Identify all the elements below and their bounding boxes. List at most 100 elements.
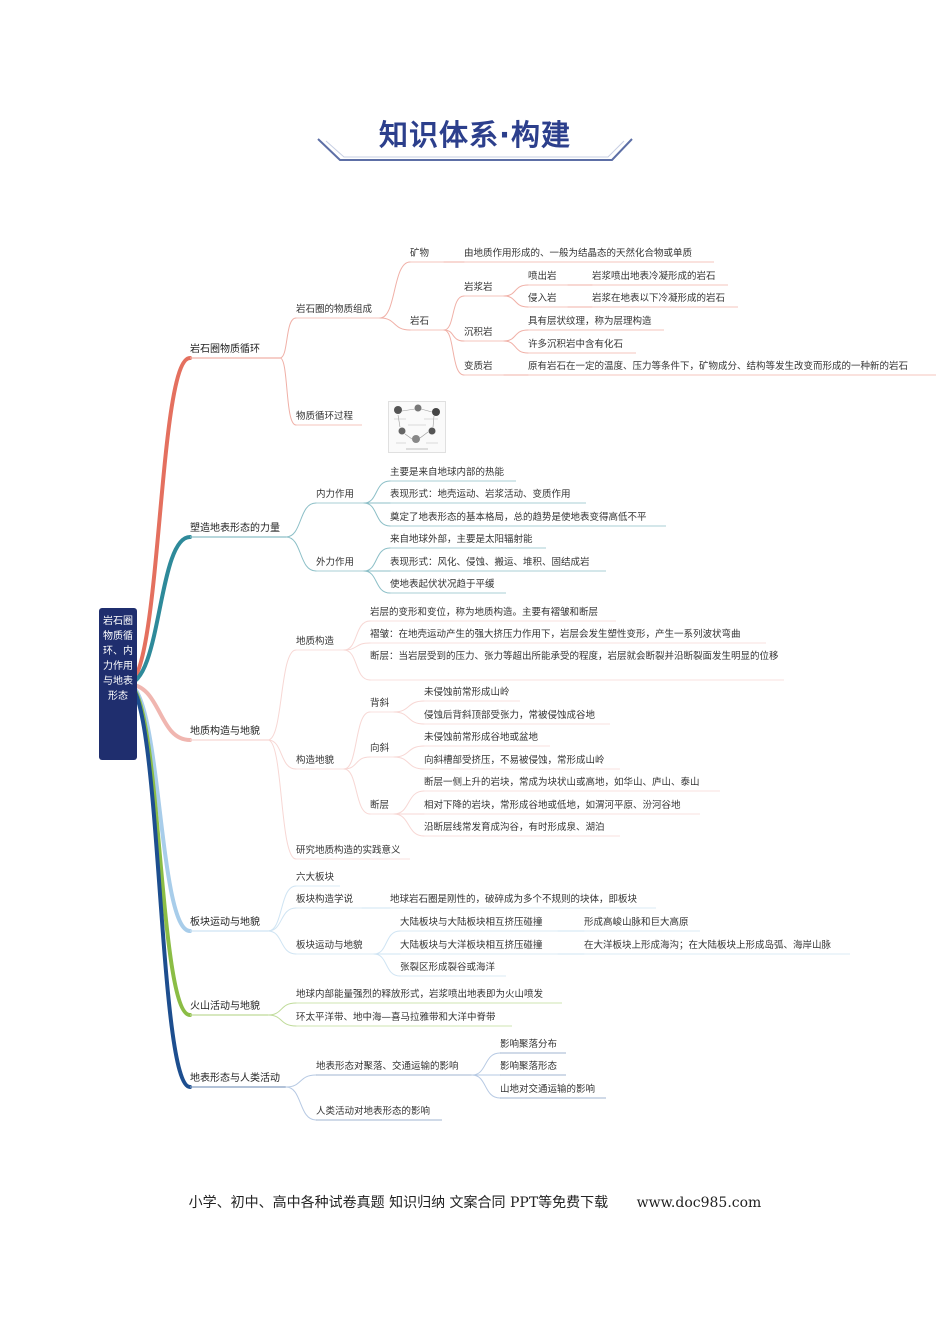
connector-5-0 [285,1074,317,1088]
connector-3-0 [267,885,297,932]
connector-3-2-0 [373,930,401,955]
mind-node-4-0: 地球内部能量强烈的释放形式，岩浆喷出地表即为火山喷发 [296,989,544,1000]
connector-0-0-1-1-1 [503,340,529,354]
mind-node-2-1-1-0: 未侵蚀前常形成谷地或盆地 [424,732,539,743]
banner-notch [317,138,633,161]
connector-2-1-2 [343,768,371,815]
connector-5-0-0 [471,1052,501,1076]
mind-node-1-0-0: 主要是来自地球内部的热能 [390,467,505,478]
mind-node-1-1-0: 来自地球外部，主要是太阳辐射能 [390,534,533,545]
connector-3-2 [267,930,297,955]
mind-node-3-2-2: 张裂区形成裂谷或海洋 [400,962,496,973]
connector-2-0-0 [343,620,371,651]
connector-2-1-1-0 [393,745,425,758]
connector-0-0-1-0-0 [503,284,529,297]
branch-node-4: 火山活动与地貌 [190,1001,260,1012]
mind-node-3-2: 板块运动与地貌 [296,940,363,951]
mind-node-4-1: 环太平洋带、地中海—喜马拉雅带和大洋中脊带 [296,1012,496,1023]
mind-node-2-1-2-0: 断层一侧上升的岩块，常成为块状山或高地，如华山、庐山、泰山 [424,777,700,788]
footer: 小学、初中、高中各种试卷真题 知识归纳 文案合同 PPT等免费下载 www.do… [0,1192,950,1212]
mind-node-5-1: 人类活动对地表形态的影响 [316,1106,431,1117]
mind-node-3-2-0: 大陆板块与大陆板块相互挤压碰撞 [400,917,543,928]
mind-node-0-0-1-0: 岩浆岩 [464,282,493,293]
mind-node-0-0-1-1-0: 具有层状纹理，称为层理构造 [528,316,652,327]
connector-5 [125,682,192,1089]
connector-4-0 [267,1002,297,1016]
connector-2-0 [267,649,297,741]
connector-2-1-1 [343,756,371,770]
connector-5-1 [285,1086,317,1121]
page-title: 知识体系·构建 [378,118,572,152]
mind-node-3-2-0-0: 形成高峻山脉和巨大高原 [584,917,689,928]
mind-node-0-1: 物质循环过程 [296,411,354,422]
mind-node-0-0: 岩石圈的物质组成 [296,304,373,315]
mind-node-3-2-1-0: 在大洋板块上形成海沟；在大陆板块上形成岛弧、海岸山脉 [584,940,832,951]
connector-5-0-2 [471,1074,501,1099]
connector-2-1-0-0 [393,700,425,713]
footer-text: 小学、初中、高中各种试卷真题 知识归纳 文案合同 PPT等免费下载 [188,1195,609,1211]
mind-node-1-0-1: 表现形式：地壳运动、岩浆活动、变质作用 [390,489,571,500]
mind-node-2-1: 构造地貌 [296,755,335,766]
connector-2-0-2 [343,649,371,681]
connector-0-0-1-0 [443,295,465,331]
connector-1-1 [285,536,317,572]
connector-0-0-0 [379,261,411,319]
connector-2-1-0-1 [393,711,425,725]
mind-node-1-1: 外力作用 [316,557,355,568]
mind-node-0-0-1: 岩石 [410,316,430,327]
header-banner [100,138,850,161]
mind-node-2-0-0: 岩层的变形和变位，称为地质构造。主要有褶皱和断层 [370,607,599,618]
mind-node-2-1-2: 断层 [370,800,390,811]
connector-0-0-1-0-1 [503,295,529,308]
mind-node-1-1-2: 使地表起伏状况趋于平缓 [390,579,495,590]
mind-node-3-2-1: 大陆板块与大洋板块相互挤压碰撞 [400,940,543,951]
mind-node-5-0: 地表形态对聚落、交通运输的影响 [316,1061,459,1072]
mind-node-2-1-2-1: 相对下降的岩块，常形成谷地或低地，如渭河平原、汾河谷地 [424,800,681,811]
connector-2-1-2-0 [393,790,425,815]
mind-node-3-1-0: 地球岩石圈是刚性的，破碎成为多个不规则的块体，即板块 [390,894,638,905]
mind-node-1-0: 内力作用 [316,489,355,500]
banner-notch-inner [325,140,625,158]
connector-3-2-2 [373,953,401,977]
connector-2-1-0 [343,711,371,770]
mind-node-3-0: 六大板块 [296,872,335,883]
rock-cycle-diagram-thumbnail [388,401,446,453]
connector-2-1-1-1 [393,756,425,770]
mind-node-2-1-0-0: 未侵蚀前常形成山岭 [424,687,510,698]
mind-node-2-1-2-2: 沿断层线常发育成沟谷，有时形成泉、湖泊 [424,822,605,833]
mind-node-0-0-1-0-0: 喷出岩 [528,271,557,282]
connector-1-1-2 [363,570,391,594]
mind-node-0-0-0: 矿物 [410,248,430,259]
connector-2-1 [267,739,297,770]
mind-node-1-1-1: 表现形式：风化、侵蚀、搬运、堆积、固结成岩 [390,557,590,568]
connector-1-0 [285,502,317,538]
footer-site-link[interactable]: www.doc985.com [636,1195,762,1211]
connector-1 [125,535,192,686]
mind-node-5-0-0: 影响聚落分布 [500,1039,558,1050]
mind-node-0-0-1-1: 沉积岩 [464,327,493,338]
mind-node-0-0-1-1-1: 许多沉积岩中含有化石 [528,339,624,350]
mind-node-3-1: 板块构造学说 [296,894,354,905]
mind-node-0-0-1-0-1: 侵入岩 [528,293,557,304]
mind-node-2-2: 研究地质构造的实践意义 [296,845,401,856]
mind-node-0-0-1-2: 变质岩 [464,361,493,372]
mind-node-0-0-1-0-0-0: 岩浆喷出地表冷凝形成的岩石 [592,271,716,282]
mind-node-5-0-2: 山地对交通运输的影响 [500,1084,596,1095]
mind-node-0-0-1-0-1-0: 岩浆在地表以下冷凝形成的岩石 [592,293,726,304]
mind-node-2-1-1: 向斜 [370,743,390,754]
connector-1-1-0 [363,547,391,572]
mind-node-5-0-1: 影响聚落形态 [500,1061,558,1072]
connector-1-0-2 [363,502,391,527]
mind-node-1-0-2: 奠定了地表形态的基本格局，总的趋势是使地表变得高低不平 [390,512,647,523]
connector-2-0-1 [343,642,371,651]
connector-4-1 [267,1014,297,1027]
root-node: 岩石圈物质循环、内力作用与地表形态 [99,608,137,760]
connector-3-1 [267,907,297,932]
branch-node-0: 岩石圈物质循环 [190,344,260,355]
connector-0-0-1 [379,317,411,331]
mind-node-0-0-1-2-0: 原有岩石在一定的温度、压力等条件下，矿物成分、结构等发生改变而形成的一种新的岩石 [528,361,909,372]
connector-0-0-1-2 [443,329,465,376]
branch-node-3: 板块运动与地貌 [190,917,260,928]
